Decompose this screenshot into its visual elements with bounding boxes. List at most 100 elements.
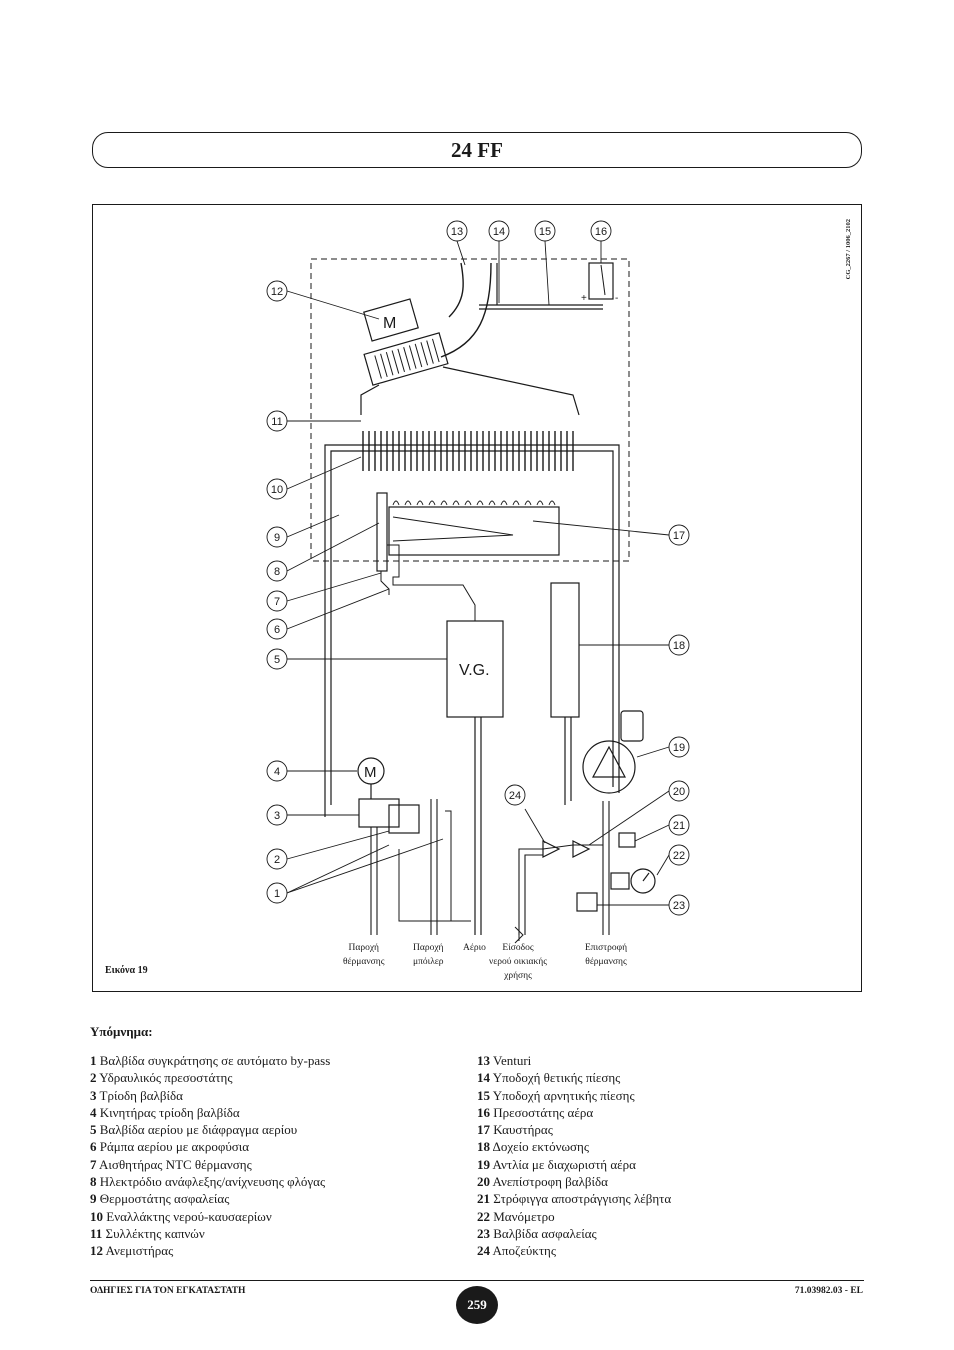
footer-section-title: ΟΔΗΓΙΕΣ ΓΙΑ ΤΟΝ ΕΓΚΑΤΑΣΤΑΤΗ xyxy=(90,1286,246,1296)
burner-flames xyxy=(392,500,556,506)
legend-item: 3 Τρίοδη βαλβίδα xyxy=(90,1087,183,1103)
callout-leaders xyxy=(286,240,670,906)
callout-14: 14 xyxy=(488,220,510,242)
legend-item: 21 Στρόφιγγα αποστράγγισης λέβητα xyxy=(477,1191,672,1207)
legend-item: 2 Υδραυλικός πρεσοστάτης xyxy=(90,1070,233,1086)
callout-19: 19 xyxy=(668,736,690,758)
svg-text:10: 10 xyxy=(271,484,283,496)
legend-item: 20 Ανεπίστροφη βαλβίδα xyxy=(477,1174,608,1190)
callout-21: 21 xyxy=(668,814,690,836)
callout-5: 5 xyxy=(266,648,288,670)
footer-divider xyxy=(90,1280,864,1281)
svg-text:13: 13 xyxy=(451,226,463,238)
svg-text:4: 4 xyxy=(274,766,280,778)
callout-6: 6 xyxy=(266,618,288,640)
svg-text:23: 23 xyxy=(673,900,685,912)
callout-8: 8 xyxy=(266,560,288,582)
page-title: 24 FF xyxy=(451,137,503,162)
legend-title: Υπόμνημα: xyxy=(90,1024,153,1039)
legend-item: 4 Κινητήρας τρίοδη βαλβίδα xyxy=(90,1104,240,1120)
callout-15: 15 xyxy=(534,220,556,242)
svg-text:21: 21 xyxy=(673,820,685,832)
svg-text:6: 6 xyxy=(274,624,280,636)
legend-item: 13 Venturi xyxy=(477,1053,532,1068)
svg-text:15: 15 xyxy=(539,226,551,238)
figure-caption: Εικόνα 19 xyxy=(105,965,148,976)
callout-16: 16 xyxy=(590,220,612,242)
svg-text:-: - xyxy=(615,293,618,304)
legend-item: 18 Δοχείο εκτόνωσης xyxy=(477,1139,590,1155)
legend-item: 10 Εναλλάκτης νερού-καυσαερίων xyxy=(90,1208,272,1224)
callout-13: 13 xyxy=(446,220,468,242)
legend-column-left: 1 Βαλβίδα συγκράτησης σε αυτόματο by-pas… xyxy=(90,1052,330,1260)
callout-23: 23 xyxy=(668,894,690,916)
legend-item: 9 Θερμοστάτης ασφαλείας xyxy=(90,1191,230,1207)
callout-2: 2 xyxy=(266,848,288,870)
svg-text:22: 22 xyxy=(673,850,685,862)
page-number: 259 xyxy=(456,1286,498,1324)
legend-item: 19 Αντλία με διαχωριστή αέρα xyxy=(477,1156,636,1172)
flue-hood xyxy=(360,366,580,416)
callout-22: 22 xyxy=(668,844,690,866)
svg-text:3: 3 xyxy=(274,810,280,822)
svg-text:5: 5 xyxy=(274,654,280,666)
fan-motor-label: M xyxy=(383,315,396,332)
svg-text:1: 1 xyxy=(274,888,280,900)
connection-label-gas: Αέριο xyxy=(463,943,486,953)
callout-1: 1 xyxy=(266,882,288,904)
heating-circuit-pipe xyxy=(330,450,614,805)
svg-text:14: 14 xyxy=(493,226,505,238)
legend-item: 6 Ράμπα αερίου με ακροφύσια xyxy=(90,1139,250,1155)
callout-12: 12 xyxy=(266,280,288,302)
svg-text:2: 2 xyxy=(274,854,280,866)
svg-text:20: 20 xyxy=(673,786,685,798)
svg-text:8: 8 xyxy=(274,566,280,578)
svg-text:19: 19 xyxy=(673,742,685,754)
legend-item: 16 Πρεσοστάτης αέρα xyxy=(477,1104,594,1120)
valve-motor-label: M xyxy=(364,764,377,781)
manometer xyxy=(630,868,656,894)
legend-item: 22 Μανόμετρο xyxy=(477,1208,555,1224)
safety-valve xyxy=(576,892,598,912)
svg-text:16: 16 xyxy=(595,226,607,238)
svg-text:18: 18 xyxy=(673,640,685,652)
boiler-schematic: M + - xyxy=(266,220,690,944)
legend-item: 8 Ηλεκτρόδιο ανάφλεξης/ανίχνευσης φλόγας xyxy=(90,1174,326,1190)
plate-heat-exchanger xyxy=(388,804,420,834)
page-title-box: 24 FF xyxy=(92,132,862,168)
legend-item: 7 Αισθητήρας NTC θέρμανσης xyxy=(90,1156,252,1172)
legend-column-right: 13 Venturi 14 Υποδοχή θετικής πίεσης 15 … xyxy=(477,1052,671,1260)
svg-text:+: + xyxy=(581,293,587,304)
svg-text:24: 24 xyxy=(509,790,521,802)
legend-item: 11 Συλλέκτης καπνών xyxy=(90,1225,205,1241)
legend-item: 1 Βαλβίδα συγκράτησης σε αυτόματο by-pas… xyxy=(90,1053,331,1068)
callout-18: 18 xyxy=(668,634,690,656)
callout-markers: 1 2 3 4 5 6 7 8 9 10 11 12 13 14 15 16 1… xyxy=(266,220,690,916)
callout-10: 10 xyxy=(266,478,288,500)
fan-assembly: M xyxy=(363,298,449,386)
drain-cock xyxy=(618,832,636,848)
expansion-vessel xyxy=(550,582,580,718)
callout-4: 4 xyxy=(266,760,288,782)
svg-text:17: 17 xyxy=(673,530,685,542)
gas-valve-label: V.G. xyxy=(459,662,490,679)
drawing-reference-code: CG_2267 / 1006_2102 xyxy=(845,219,852,280)
three-way-valve xyxy=(358,798,400,828)
check-valve xyxy=(572,840,591,858)
svg-text:12: 12 xyxy=(271,286,283,298)
legend-item: 14 Υποδοχή θετικής πίεσης xyxy=(477,1070,621,1086)
callout-17: 17 xyxy=(668,524,690,546)
legend-item: 23 Βαλβίδα ασφαλείας xyxy=(477,1225,597,1241)
callout-11: 11 xyxy=(266,410,288,432)
callout-20: 20 xyxy=(668,780,690,802)
legend-item: 24 Αποζεύκτης xyxy=(477,1243,556,1259)
legend-item: 17 Καυστήρας xyxy=(477,1122,553,1138)
boiler-schematic-figure: M + - xyxy=(92,204,862,992)
legend-item: 5 Βαλβίδα αερίου με διάφραγμα αερίου xyxy=(90,1122,298,1138)
callout-3: 3 xyxy=(266,804,288,826)
venturi xyxy=(440,262,492,358)
pump xyxy=(582,740,636,794)
disconnector xyxy=(542,840,561,858)
